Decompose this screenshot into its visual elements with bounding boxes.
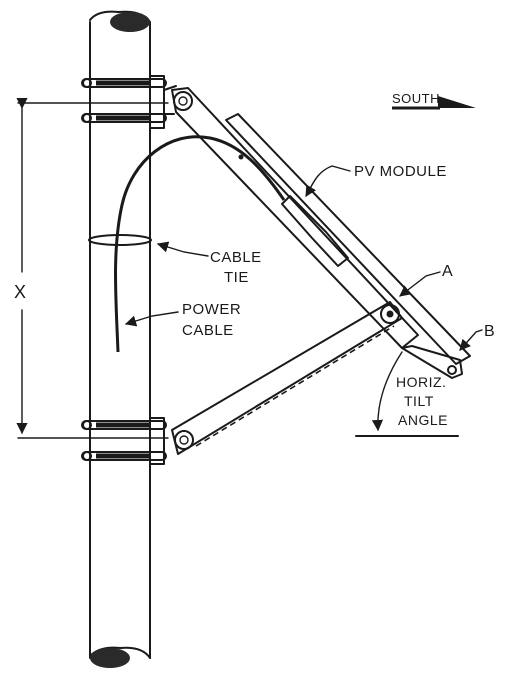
cable-tie: [88, 234, 152, 246]
pv-module-panel: [225, 113, 471, 365]
upper-arm: [171, 87, 419, 349]
x-dimension-label: X: [14, 282, 27, 302]
power-cable-leader: [124, 311, 179, 327]
lower-clamp: [81, 417, 167, 465]
lower-arm-pivot-pin: [179, 435, 189, 445]
upper-arm-pivot-pin: [178, 96, 188, 106]
point-b-label: B: [484, 323, 495, 340]
point-b-leader: [459, 329, 483, 351]
lower-clamp-nut-top: [82, 420, 92, 430]
lower-arm-pivot: [174, 430, 194, 450]
upper-clamp: [81, 75, 177, 129]
lower-arm-hidden-edge: [195, 325, 395, 447]
south-arrow: [392, 96, 476, 110]
tilt-angle-arc: [371, 351, 403, 432]
tilt-label-line2: TILT: [404, 393, 434, 409]
upper-clamp-tab: [163, 85, 177, 115]
power-cable-label-line1: POWER: [182, 301, 241, 318]
lower-clamp-nut-bottom: [82, 451, 92, 461]
south-arrow-head: [438, 96, 476, 108]
point-a-leader: [399, 271, 441, 297]
upper-clamp-bracket: [149, 75, 165, 129]
south-label: SOUTH: [392, 91, 440, 106]
point-a-pivot: [380, 304, 400, 324]
cable-tie-label-line1: CABLE: [210, 249, 262, 266]
cable-tie-leader: [156, 241, 209, 257]
tilt-label-line3: ANGLE: [398, 412, 448, 428]
pv-module-leader: [305, 165, 351, 197]
power-cable: [114, 135, 286, 353]
point-b-bolt: [447, 365, 457, 375]
upper-arm-hole: [238, 154, 244, 160]
cable-tie-label-line2: TIE: [224, 269, 249, 286]
upper-arm-pivot: [173, 91, 193, 111]
power-cable-label-line2: CABLE: [182, 322, 234, 339]
x-dimension: [16, 97, 169, 439]
lower-arm: [171, 301, 403, 455]
pole-bottom-cut: [90, 648, 130, 668]
power-cable-assembly: [88, 135, 286, 353]
tilt-angle-indicator: [355, 351, 459, 437]
pole: [89, 10, 151, 668]
upper-clamp-nut-top: [82, 78, 92, 88]
upper-clamp-nut-bottom: [82, 113, 92, 123]
pole-top-cut: [110, 12, 150, 32]
pv-module-label: PV MODULE: [354, 163, 447, 180]
point-a-label: A: [442, 263, 453, 280]
lower-clamp-bracket: [149, 417, 165, 465]
upper-arm-body: [171, 87, 419, 349]
pv-module-junction-box: [281, 195, 349, 267]
point-a-pin: [386, 310, 394, 318]
pv-module: [225, 113, 471, 379]
tilt-label-line1: HORIZ.: [396, 374, 446, 390]
pv-module-end-bracket: [401, 345, 463, 379]
